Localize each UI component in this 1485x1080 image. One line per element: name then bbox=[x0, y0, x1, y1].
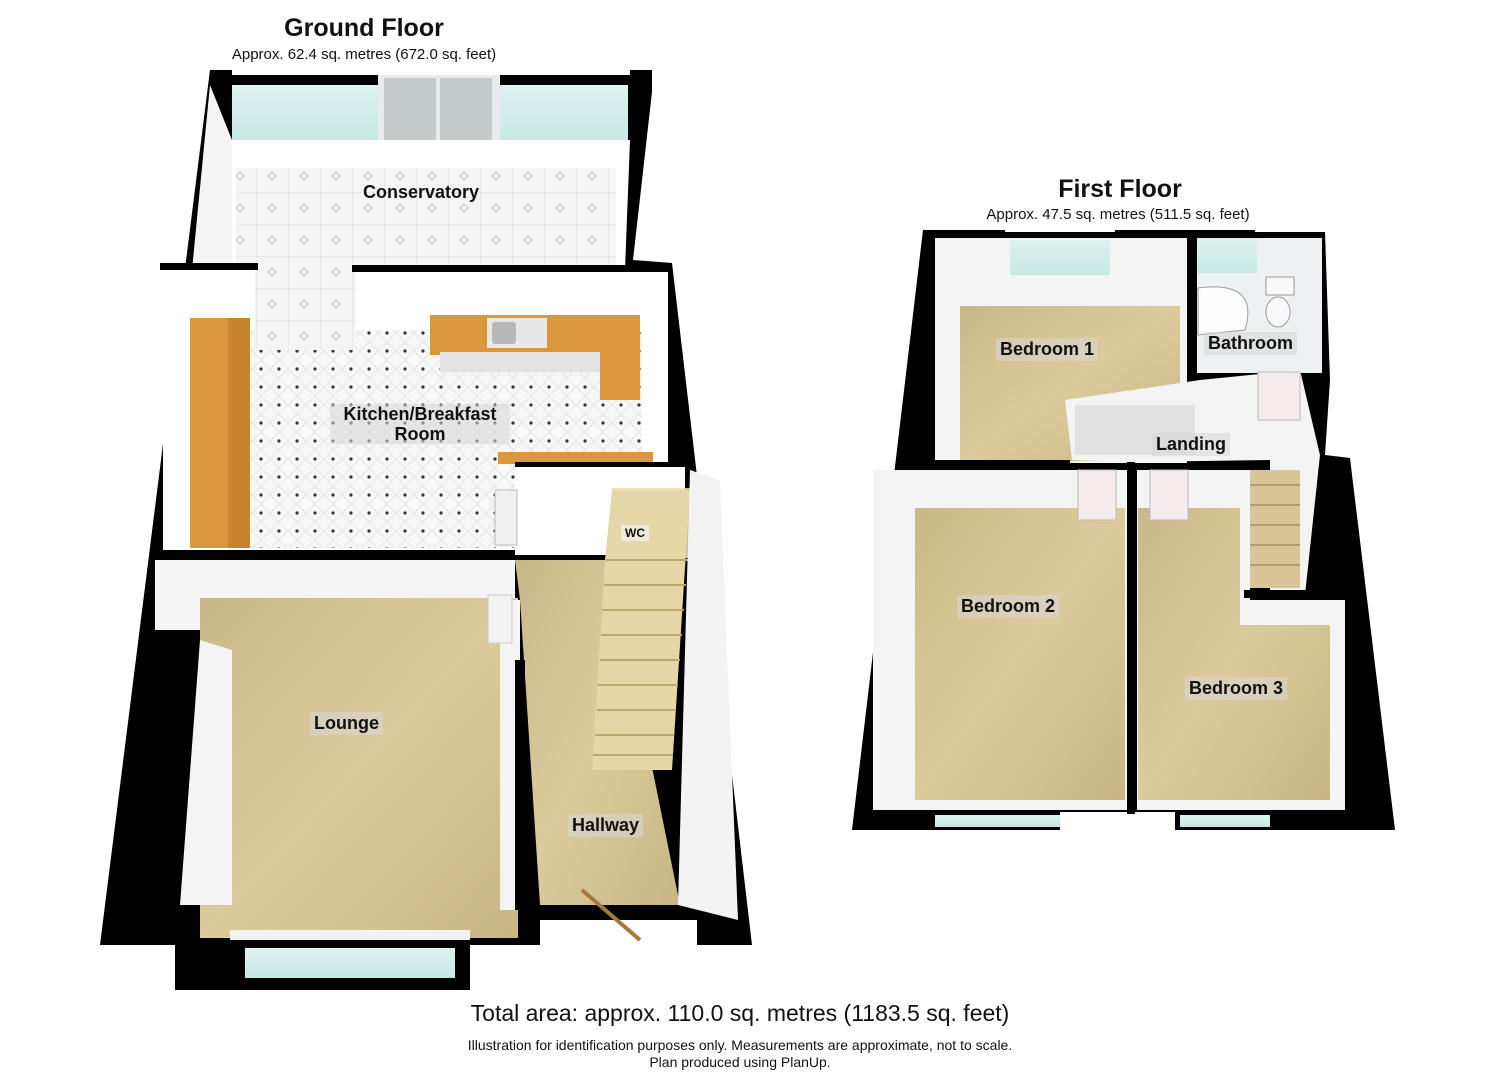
room-label-kitchen-line2: Room bbox=[394, 424, 446, 444]
staircase-ground bbox=[592, 490, 690, 770]
first-floor-plan bbox=[852, 230, 1395, 830]
disclaimer-line1: Illustration for identification purposes… bbox=[467, 1037, 1013, 1053]
room-label-wc: WC bbox=[621, 525, 649, 541]
ground-floor-area: Approx. 62.4 sq. metres (672.0 sq. feet) bbox=[231, 46, 497, 63]
first-floor-area: Approx. 47.5 sq. metres (511.5 sq. feet) bbox=[986, 206, 1250, 223]
room-label-kitchen-line1: Kitchen/Breakfast bbox=[343, 404, 497, 424]
room-label-bedroom3: Bedroom 3 bbox=[1185, 677, 1288, 700]
ground-floor-title: Ground Floor bbox=[284, 14, 444, 42]
room-label-kitchen: Kitchen/Breakfast Room bbox=[330, 404, 510, 444]
room-label-bedroom1: Bedroom 1 bbox=[996, 338, 1099, 361]
disclaimer-line2: Plan produced using PlanUp. bbox=[649, 1054, 831, 1070]
room-label-bathroom: Bathroom bbox=[1204, 332, 1297, 355]
total-area: Total area: approx. 110.0 sq. metres (11… bbox=[470, 1000, 1010, 1026]
room-label-landing: Landing bbox=[1152, 433, 1230, 456]
room-label-bedroom2: Bedroom 2 bbox=[957, 595, 1060, 618]
first-floor-title: First Floor bbox=[1058, 175, 1182, 203]
ground-floor-plan bbox=[100, 70, 752, 990]
room-label-lounge: Lounge bbox=[310, 712, 383, 735]
room-label-hallway: Hallway bbox=[568, 814, 644, 837]
room-label-conservatory: Conservatory bbox=[363, 182, 480, 202]
